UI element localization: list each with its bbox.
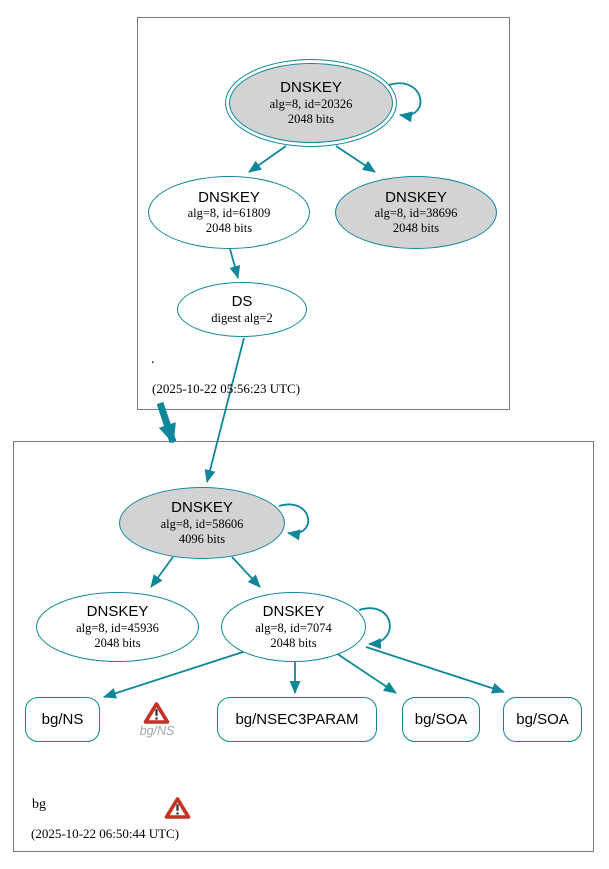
node-bits: 2048 bits <box>287 111 335 126</box>
node-bg-ksk-dnskey-58606[interactable]: DNSKEY alg=8, id=58606 4096 bits <box>119 487 285 559</box>
node-bits: 2048 bits <box>205 221 253 236</box>
node-title: DNSKEY <box>385 188 447 206</box>
node-detail: alg=8, id=45936 <box>76 620 159 635</box>
node-root-ksk-inner: DNSKEY alg=8, id=20326 2048 bits <box>229 63 393 143</box>
bg-zone-label: bg <box>32 797 46 812</box>
node-title: DNSKEY <box>86 603 149 621</box>
rrset-bg-soa-2[interactable]: bg/SOA <box>503 697 582 742</box>
bg-zone-warning-icon[interactable] <box>164 796 191 820</box>
node-root-ksk-dnskey-20326[interactable]: DNSKEY alg=8, id=20326 2048 bits <box>225 59 397 147</box>
rrset-label: bg/SOA <box>516 711 569 728</box>
warning-exclamation-bar <box>155 709 158 716</box>
node-bg-dnskey-45936[interactable]: DNSKEY alg=8, id=45936 2048 bits <box>36 592 199 662</box>
root-zone-timestamp: (2025-10-22 05:56:23 UTC) <box>152 381 301 396</box>
node-bits: 2048 bits <box>270 635 317 650</box>
root-zone-label: . <box>151 352 155 367</box>
rrset-bg-ns[interactable]: bg/NS <box>25 697 100 742</box>
node-title: DNSKEY <box>171 499 233 517</box>
node-root-ds[interactable]: DS digest alg=2 <box>177 282 307 337</box>
rrset-bg-nsec3param[interactable]: bg/NSEC3PARAM <box>217 697 377 742</box>
node-title: DNSKEY <box>280 79 342 97</box>
rrset-bg-soa-1[interactable]: bg/SOA <box>402 697 480 742</box>
node-detail: alg=8, id=38696 <box>374 206 458 221</box>
bg-zone-timestamp: (2025-10-22 06:50:44 UTC) <box>31 826 180 841</box>
node-detail: digest alg=2 <box>211 310 273 325</box>
warning-exclamation-bar <box>176 804 179 811</box>
node-bits: 2048 bits <box>94 635 141 650</box>
rrset-label: bg/NS <box>41 711 84 728</box>
node-detail: alg=8, id=61809 <box>187 206 271 221</box>
node-root-zsk-dnskey-61809[interactable]: DNSKEY alg=8, id=61809 2048 bits <box>148 176 310 249</box>
node-title: DS <box>231 293 253 311</box>
node-bits: 2048 bits <box>392 221 440 236</box>
warning-exclamation-dot <box>176 812 179 815</box>
rrset-label: bg/NSEC3PARAM <box>235 711 359 728</box>
node-detail: alg=8, id=20326 <box>269 96 353 111</box>
node-root-dnskey-38696[interactable]: DNSKEY alg=8, id=38696 2048 bits <box>335 176 497 249</box>
rrset-label: bg/SOA <box>414 711 468 728</box>
node-title: DNSKEY <box>262 603 325 621</box>
node-bg-dnskey-7074[interactable]: DNSKEY alg=8, id=7074 2048 bits <box>221 592 366 662</box>
node-bits: 4096 bits <box>178 531 226 546</box>
warning-exclamation-dot <box>155 717 158 720</box>
node-detail: alg=8, id=7074 <box>255 620 332 635</box>
warning-icon[interactable] <box>143 701 170 725</box>
node-title: DNSKEY <box>198 188 260 206</box>
warning-caption: bg/NS <box>139 724 175 738</box>
node-detail: alg=8, id=58606 <box>160 516 244 531</box>
